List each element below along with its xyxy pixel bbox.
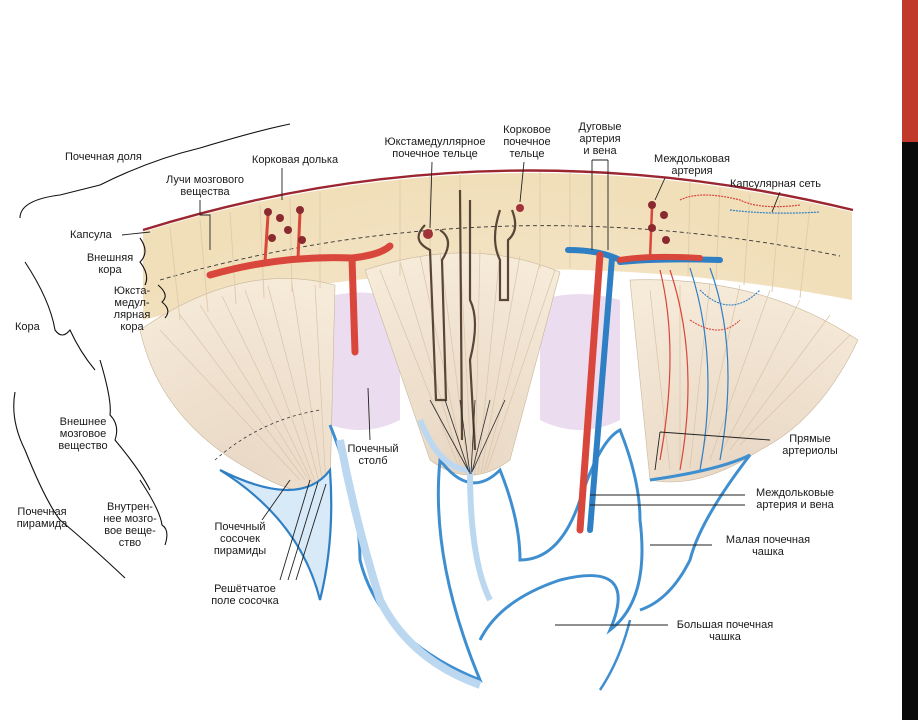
label-cortical-corpuscle-1: Корковое bbox=[503, 124, 551, 136]
leader-papilla bbox=[261, 479, 291, 521]
renal-capsule bbox=[142, 169, 854, 232]
capillary-network-right bbox=[659, 194, 821, 471]
label-interlobar-1: Междольковые bbox=[756, 487, 834, 499]
leader-cribriform bbox=[279, 479, 327, 581]
label-vasa-recta-2: артериолы bbox=[782, 445, 838, 457]
label-inner-medulla-4: ство bbox=[119, 537, 141, 549]
label-outer-cortex-1: Внешняя bbox=[87, 252, 133, 264]
label-juxtamedullary-corpuscle-2: почечное тельце bbox=[392, 148, 478, 160]
inner-medulla-bracket bbox=[139, 479, 168, 546]
label-juxta-3: лярная bbox=[114, 309, 151, 321]
label-interlobular-artery-2: артерия bbox=[671, 165, 712, 177]
papilla-boundary bbox=[214, 409, 321, 461]
label-major-calyx-1: Большая почечная bbox=[677, 619, 773, 631]
glomeruli-right bbox=[648, 201, 670, 244]
juxtamedullary-corpuscle-glomerulus bbox=[423, 229, 433, 239]
label-inner-medulla-1: Внутрен- bbox=[107, 501, 153, 513]
label-cribriform-2: поле сосочка bbox=[211, 595, 279, 607]
label-renal-pyramid-1: Почечная bbox=[17, 506, 66, 518]
label-medullary-rays-1: Лучи мозгового bbox=[166, 174, 244, 186]
label-papilla-1: Почечный bbox=[214, 521, 265, 533]
label-major-calyx-2: чашка bbox=[709, 631, 742, 643]
label-inner-medulla-2: нее мозго- bbox=[103, 513, 157, 525]
leader-vasa-recta bbox=[654, 431, 771, 471]
side-accent-bar-black bbox=[902, 142, 918, 720]
label-papilla-3: пирамиды bbox=[214, 545, 266, 557]
juxta-cortex-bracket bbox=[157, 284, 169, 319]
cortex-bracket bbox=[24, 261, 96, 371]
label-medullary-rays-2: вещества bbox=[180, 186, 230, 198]
side-accent-bar-red bbox=[902, 0, 918, 142]
label-juxta-4: кора bbox=[120, 321, 144, 333]
label-outer-medulla-3: вещество bbox=[58, 440, 107, 452]
label-cortical-lobule: Корковая долька bbox=[252, 154, 339, 166]
label-papilla-2: сосочек bbox=[220, 533, 260, 545]
leader-capsular-network bbox=[771, 191, 781, 213]
label-interlobar-2: артерия и вена bbox=[756, 499, 834, 511]
label-outer-cortex-2: кора bbox=[98, 264, 122, 276]
label-outer-medulla-2: мозговое bbox=[60, 428, 106, 440]
leader-interlobar bbox=[590, 494, 745, 506]
label-renal-column-2: столб bbox=[358, 455, 387, 467]
label-inner-medulla-3: вое веще- bbox=[104, 525, 156, 537]
label-capsule: Капсула bbox=[70, 229, 113, 241]
collecting-duct-fan bbox=[429, 399, 506, 475]
renal-lobe-bracket bbox=[19, 123, 291, 219]
label-interlobular-artery-1: Междольковая bbox=[654, 153, 730, 165]
label-outer-medulla-1: Внешнее bbox=[60, 416, 107, 428]
arcuate-vessels-right bbox=[565, 206, 723, 534]
label-cribriform-1: Решётчатое bbox=[214, 583, 276, 595]
pyramid-right bbox=[629, 279, 859, 483]
leader-renal-column bbox=[367, 387, 371, 441]
glomeruli-left bbox=[264, 206, 306, 244]
label-capsular-network: Капсулярная сеть bbox=[730, 178, 821, 190]
label-juxta-2: медул- bbox=[114, 297, 150, 309]
leader-capsule bbox=[121, 231, 151, 236]
label-arcuate-1: Дуговые bbox=[579, 121, 622, 133]
label-renal-pyramid-2: пирамида bbox=[17, 518, 68, 530]
leader-arcuate bbox=[591, 159, 609, 250]
cortical-corpuscle-glomerulus bbox=[516, 204, 524, 212]
label-minor-calyx-2: чашка bbox=[752, 546, 785, 558]
label-cortical-corpuscle-3: тельце bbox=[509, 148, 544, 160]
label-cortex: Кора bbox=[15, 321, 41, 333]
leader-cortical-corpuscle bbox=[519, 161, 525, 203]
nephron-tubules bbox=[417, 189, 517, 451]
outer-cortex-bracket bbox=[139, 237, 148, 286]
label-juxtamedullary-corpuscle-1: Юкстамедуллярное bbox=[385, 136, 486, 148]
label-arcuate-2: артерия bbox=[579, 133, 620, 145]
label-renal-lobe: Почечная доля bbox=[65, 151, 142, 163]
leader-juxtamedullary-corpuscle bbox=[429, 161, 433, 229]
renal-column-left bbox=[318, 292, 400, 430]
label-renal-column-1: Почечный bbox=[347, 443, 398, 455]
label-juxta-1: Юкста- bbox=[114, 285, 151, 297]
label-minor-calyx-1: Малая почечная bbox=[726, 534, 810, 546]
label-cortical-corpuscle-2: почечное bbox=[503, 136, 550, 148]
renal-pyramid-bracket bbox=[13, 391, 126, 579]
leader-medullary-rays bbox=[199, 200, 211, 250]
outer-medulla-bracket bbox=[99, 359, 151, 491]
leader-interlobular-artery bbox=[654, 177, 666, 201]
label-arcuate-3: и вена bbox=[583, 145, 617, 157]
arcuate-vessels-left bbox=[206, 210, 394, 356]
label-vasa-recta-1: Прямые bbox=[789, 433, 830, 445]
